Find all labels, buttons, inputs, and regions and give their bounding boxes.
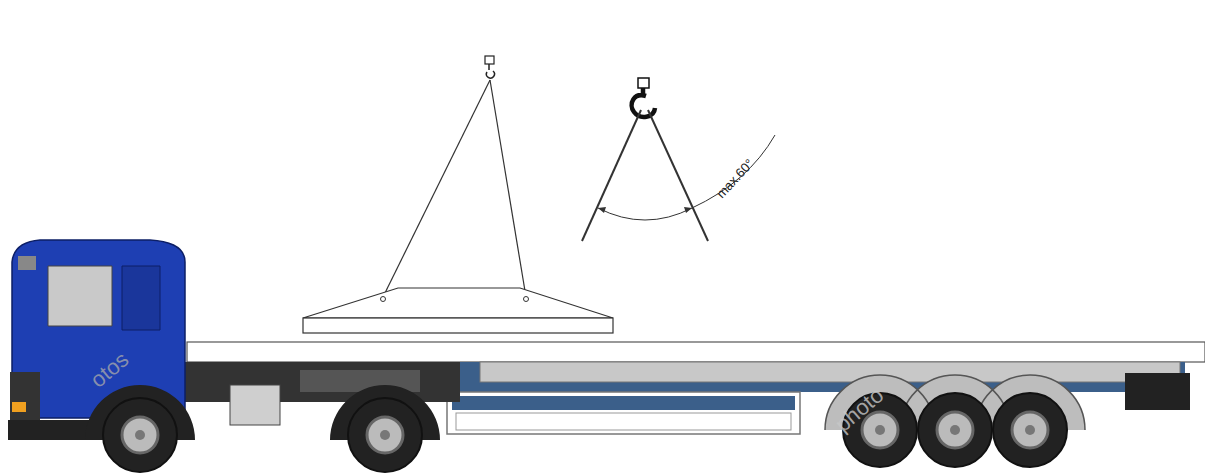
cab-window	[48, 266, 112, 326]
hook-block	[638, 78, 649, 88]
cab-door	[122, 266, 160, 330]
fuel-tank	[230, 385, 280, 425]
hub	[875, 425, 885, 435]
sling	[648, 110, 708, 241]
sling	[490, 80, 526, 297]
angle-label: max.60°	[714, 156, 756, 200]
angle-arc	[598, 135, 775, 220]
arc-arrowheads	[598, 207, 692, 213]
hub	[135, 430, 145, 440]
trailer-deck	[187, 342, 1205, 362]
trailer-beam	[480, 362, 1180, 382]
lifting-eye	[524, 297, 529, 302]
hub	[1025, 425, 1035, 435]
slab-top	[303, 288, 613, 318]
trailer-frame	[455, 362, 1185, 392]
tyre	[993, 393, 1067, 467]
tyre	[348, 398, 422, 472]
sling	[383, 80, 490, 297]
side-box-band	[452, 396, 795, 410]
lifting-eye	[381, 297, 386, 302]
tyre	[103, 398, 177, 472]
mirror	[18, 256, 36, 270]
side-box	[447, 392, 800, 434]
rim	[122, 417, 158, 453]
sling	[582, 110, 641, 241]
rim	[1012, 412, 1048, 448]
hub	[380, 430, 390, 440]
side-box-inner	[456, 413, 791, 430]
rim	[937, 412, 973, 448]
crane-hook	[486, 64, 494, 78]
hook-block	[485, 56, 494, 64]
slab	[303, 318, 613, 333]
tyre	[918, 393, 992, 467]
headlight	[12, 402, 26, 412]
crane-hook	[632, 88, 655, 117]
rear-light	[1125, 373, 1190, 410]
wheels	[103, 393, 1067, 472]
grille	[10, 372, 40, 420]
hub	[950, 425, 960, 435]
rim	[367, 417, 403, 453]
